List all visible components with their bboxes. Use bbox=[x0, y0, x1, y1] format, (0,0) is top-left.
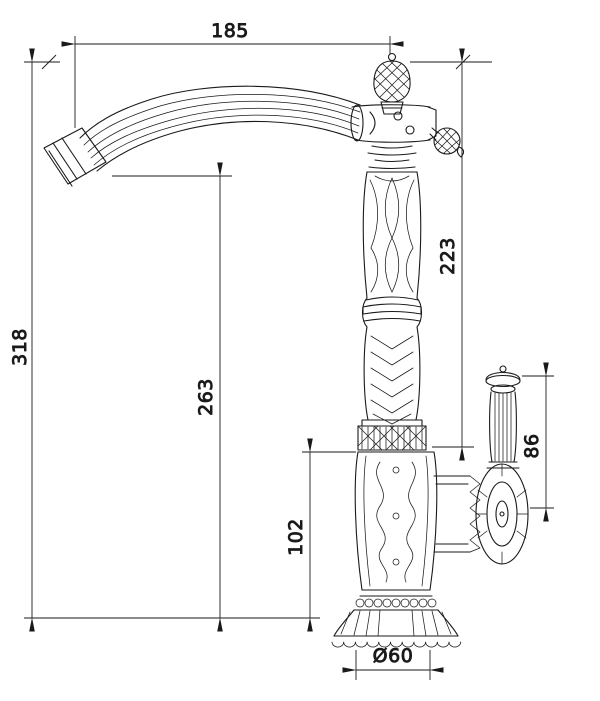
column-chevron-pattern bbox=[370, 335, 414, 425]
base-flutes bbox=[340, 609, 452, 637]
faucet-column bbox=[361, 171, 423, 425]
dimension-lower-body-height: 102 bbox=[285, 438, 356, 632]
dim-label-handle-height: 86 bbox=[521, 433, 543, 458]
lower-body-scrolls bbox=[363, 455, 429, 587]
column-leaf-pattern bbox=[369, 175, 415, 293]
dim-label-total-height: 318 bbox=[9, 328, 31, 366]
dim-label-spout-reach: 185 bbox=[211, 20, 249, 42]
dimension-spout-outlet-height: 263 bbox=[112, 162, 232, 632]
dim-label-lower-body-height: 102 bbox=[285, 518, 307, 556]
dim-label-spout-outlet-height: 263 bbox=[195, 378, 217, 416]
faucet-handle-rosette bbox=[475, 463, 529, 565]
faucet-neck-collar bbox=[367, 145, 417, 170]
dim-label-base-diameter: Ø60 bbox=[373, 645, 414, 667]
side-finial-crosshatch bbox=[434, 128, 460, 154]
faucet-base bbox=[331, 595, 462, 648]
faucet-spout-nozzle bbox=[43, 127, 107, 187]
finial-crosshatch bbox=[373, 60, 411, 102]
faucet-handle bbox=[485, 365, 521, 469]
faucet-top-finial bbox=[373, 52, 411, 115]
dimension-base-diameter: Ø60 bbox=[342, 645, 444, 680]
column-ring bbox=[362, 296, 422, 322]
base-beads bbox=[355, 598, 437, 608]
faucet-side-finial bbox=[429, 127, 465, 158]
faucet-junction bbox=[350, 104, 437, 143]
dim-label-upper-section-height: 223 bbox=[437, 237, 459, 275]
faucet-lower-body bbox=[354, 451, 438, 591]
dimension-spout-reach: 185 bbox=[61, 20, 404, 128]
faucet-spout bbox=[79, 85, 361, 172]
dimension-handle-height: 86 bbox=[521, 362, 554, 522]
knurl-texture bbox=[357, 425, 427, 451]
spout-ribs bbox=[83, 93, 361, 166]
handle-ribs bbox=[494, 392, 512, 462]
faucet-handle-connection bbox=[433, 475, 481, 553]
dimension-total-height: 318 bbox=[9, 48, 320, 632]
rosette-petals bbox=[475, 463, 529, 565]
dimension-upper-section-height: 223 bbox=[410, 48, 492, 461]
faucet-knurled-nut bbox=[357, 419, 427, 451]
